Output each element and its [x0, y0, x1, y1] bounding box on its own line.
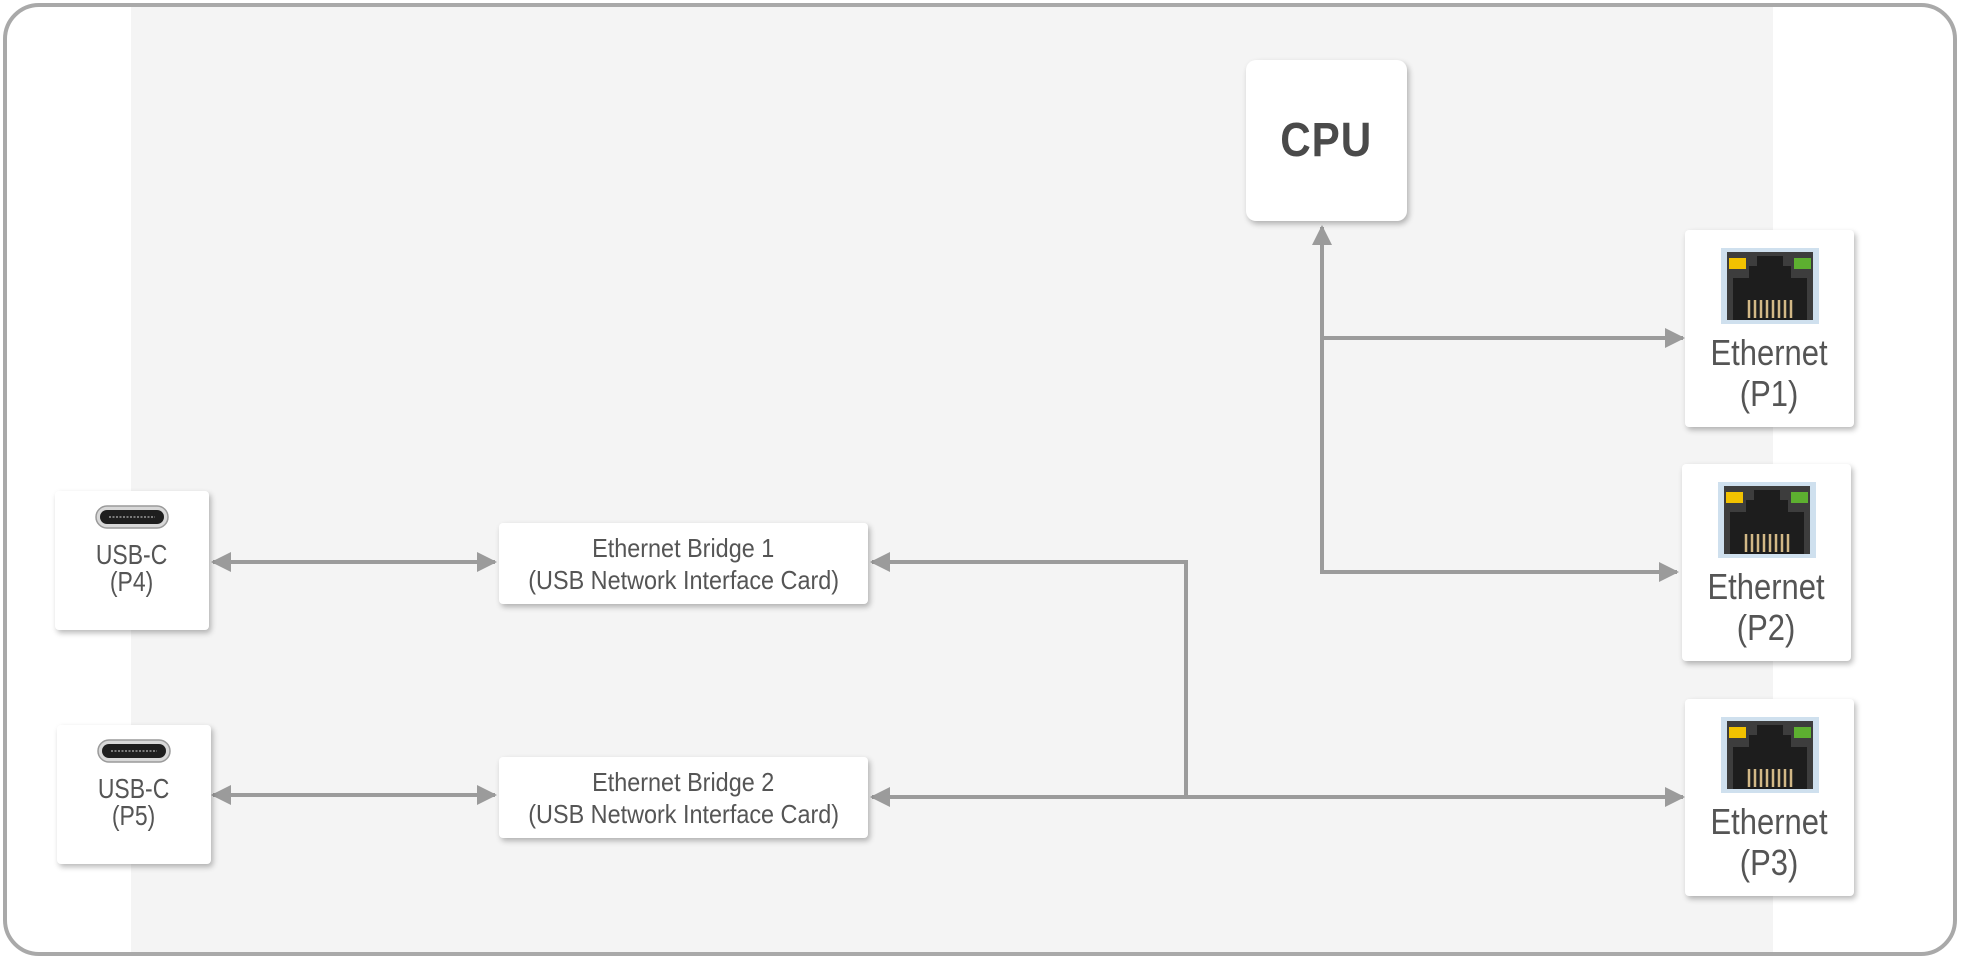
usb-c-port-p4: USB-C (P4) [55, 491, 209, 630]
port-name: Ethernet [1710, 332, 1829, 373]
port-name: USB-C [98, 773, 170, 804]
port-name: USB-C [96, 539, 168, 570]
port-id: (P3) [1740, 842, 1799, 883]
ethernet-port-p2: Ethernet (P2) [1682, 464, 1851, 661]
port-id: (P2) [1737, 607, 1796, 648]
port-id: (P1) [1740, 373, 1799, 414]
bridge-title: Ethernet Bridge 1 [592, 532, 775, 563]
cpu-node: CPU [1246, 60, 1407, 221]
port-id: (P5) [112, 800, 156, 831]
ethernet-port-p3: Ethernet (P3) [1685, 699, 1854, 896]
ethernet-label: Ethernet (P3) [1711, 801, 1828, 883]
ethernet-label: Ethernet (P1) [1711, 332, 1828, 414]
bridge-title: Ethernet Bridge 2 [592, 766, 775, 797]
usb-label: USB-C (P4) [96, 539, 168, 597]
connection-lines [211, 225, 1685, 807]
rj45-port-icon [1717, 482, 1816, 558]
usb-c-port-p5: USB-C (P5) [57, 725, 211, 864]
port-id: (P4) [110, 566, 154, 597]
port-name: Ethernet [1710, 801, 1829, 842]
ethernet-bridge-2: Ethernet Bridge 2 (USB Network Interface… [499, 757, 868, 838]
bridge-subtitle: (USB Network Interface Card) [528, 798, 839, 829]
diagram-frame: CPU Ethernet (P1) [3, 3, 1957, 956]
cpu-label: CPU [1280, 114, 1373, 167]
usb-c-port-icon [97, 739, 171, 763]
usb-c-port-icon [95, 505, 169, 529]
ethernet-label: Ethernet (P2) [1708, 566, 1825, 648]
ethernet-bridge-1: Ethernet Bridge 1 (USB Network Interface… [499, 523, 868, 604]
usb-label: USB-C (P5) [98, 773, 170, 831]
rj45-port-icon [1720, 717, 1819, 793]
bridge-subtitle: (USB Network Interface Card) [528, 564, 839, 595]
port-name: Ethernet [1707, 566, 1826, 607]
ethernet-port-p1: Ethernet (P1) [1685, 230, 1854, 427]
bridge1-link-line [870, 552, 1188, 797]
rj45-port-icon [1720, 248, 1819, 324]
